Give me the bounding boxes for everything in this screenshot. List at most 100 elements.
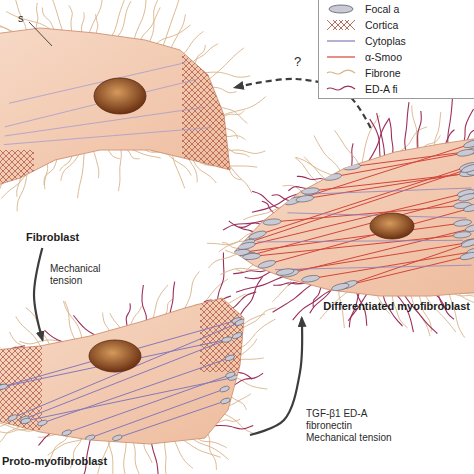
actin-filament xyxy=(349,243,470,285)
legend-line xyxy=(327,56,355,57)
focal-adhesion xyxy=(459,251,474,261)
focal-adhesion xyxy=(220,397,231,405)
focal-adhesion xyxy=(301,187,320,195)
fibril xyxy=(118,144,121,191)
focal-adhesion xyxy=(225,371,236,379)
actin-filament xyxy=(13,322,240,417)
fibril xyxy=(412,105,418,153)
focal-adhesion xyxy=(331,282,350,292)
fibril xyxy=(138,7,160,44)
legend-focal-adhesion xyxy=(329,5,353,13)
legend-line xyxy=(327,70,355,74)
process-arrow xyxy=(34,248,43,340)
actin-filament xyxy=(1,320,237,387)
cell-interior xyxy=(0,292,250,442)
fibril xyxy=(273,281,317,312)
fibril xyxy=(405,102,409,156)
actin-filament xyxy=(24,336,237,419)
edge-label: Mechanical tension xyxy=(50,263,108,287)
fibril xyxy=(63,301,82,343)
focal-adhesion xyxy=(257,259,276,270)
actin-filament xyxy=(90,389,225,438)
legend-crosshatch xyxy=(327,20,355,30)
cortical-actin xyxy=(200,292,250,372)
legend-box: Focal aCorticaCytoplasα-SmooFibroneED-A … xyxy=(318,0,474,99)
fibril xyxy=(236,275,288,292)
fibril xyxy=(447,289,464,338)
cell-interior xyxy=(0,40,242,190)
cell-name: Proto-myofibroblast xyxy=(2,455,107,468)
legend-sample xyxy=(325,18,357,32)
legend-text: Focal a xyxy=(365,2,399,16)
cell-node: Fibroblast xyxy=(0,28,235,248)
fibril xyxy=(472,128,474,140)
focal-adhesion xyxy=(0,383,8,390)
fibronectin-fibrils xyxy=(0,253,276,474)
actin-filament xyxy=(117,401,225,438)
edge-label: TGF-β1 ED-A fibronectin Mechanical tensi… xyxy=(306,408,402,444)
actin-filament xyxy=(257,240,463,242)
fibril xyxy=(448,94,453,149)
legend-sample xyxy=(325,2,357,16)
fibril xyxy=(161,0,179,51)
leader-line xyxy=(29,22,52,46)
focal-adhesion xyxy=(461,163,474,174)
actin-filament xyxy=(3,340,227,387)
fibril xyxy=(48,436,88,455)
focal-adhesion xyxy=(463,138,474,149)
focal-adhesion xyxy=(263,218,281,226)
focal-adhesion xyxy=(296,194,315,203)
fibril xyxy=(377,113,385,161)
actin-filament xyxy=(272,205,462,222)
cell-node: Differentiated myofibroblast xyxy=(228,128,474,318)
nucleus xyxy=(370,213,414,239)
focal-adhesion xyxy=(224,354,235,362)
focal-adhesion xyxy=(219,385,230,393)
focal-adhesion xyxy=(37,419,48,427)
actin-filament xyxy=(42,358,229,423)
fibril xyxy=(153,25,190,47)
part-label: s xyxy=(18,12,24,24)
focal-adhesion xyxy=(276,268,295,277)
focal-adhesion xyxy=(465,223,474,233)
edge-label: ? xyxy=(294,56,314,68)
process-arrow xyxy=(235,79,371,128)
fibril xyxy=(26,308,52,350)
legend-text: Fibrone xyxy=(365,66,401,80)
legend-sample xyxy=(325,66,357,80)
focal-adhesion xyxy=(301,274,320,283)
focal-adhesion xyxy=(456,148,474,157)
focal-adhesion xyxy=(453,219,472,227)
focal-adhesion xyxy=(234,318,245,326)
focal-adhesion xyxy=(323,172,342,181)
focal-adhesion xyxy=(242,253,261,261)
actin-filament xyxy=(67,375,231,433)
cell-outline xyxy=(234,138,474,296)
fibril xyxy=(0,179,4,225)
focal-adhesion xyxy=(463,203,474,214)
fibril xyxy=(147,0,159,47)
fibril xyxy=(314,135,342,176)
legend-line xyxy=(327,86,355,90)
focal-adhesion xyxy=(453,231,472,239)
fibril xyxy=(238,277,263,320)
focal-adhesion xyxy=(458,192,474,202)
fibril xyxy=(218,97,265,118)
fibril xyxy=(220,267,265,275)
actin-filament xyxy=(5,107,203,136)
focal-adhesion xyxy=(61,429,72,437)
legend-text: Cytoplas xyxy=(365,34,406,48)
fibronectin-fibrils xyxy=(0,0,266,224)
cell-name: Fibroblast xyxy=(26,231,79,244)
actin-filament xyxy=(352,151,474,167)
focal-adhesion xyxy=(7,414,18,422)
actin-filament xyxy=(294,144,473,201)
process-arrow xyxy=(250,318,302,435)
actin-filament xyxy=(340,256,468,287)
fibril xyxy=(205,48,244,83)
actin-filament xyxy=(4,128,211,145)
fibril xyxy=(133,0,146,44)
legend-sample xyxy=(325,34,357,48)
cell-shape xyxy=(0,340,250,472)
